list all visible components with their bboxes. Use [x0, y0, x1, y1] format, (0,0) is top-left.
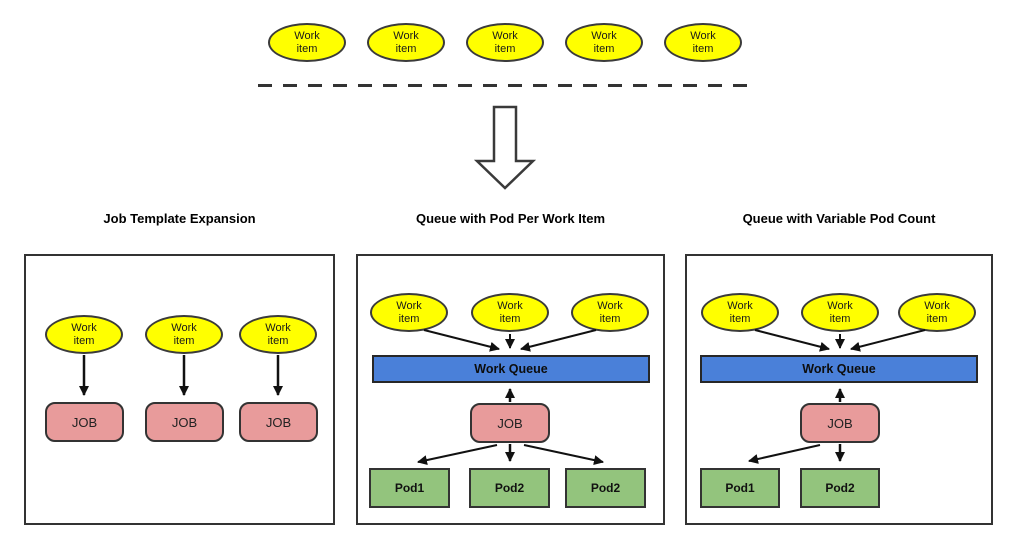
- work-queue-bar: Work Queue: [700, 355, 978, 383]
- arrow-job-to-pod3: [523, 444, 604, 465]
- work-item-ellipse: Work item: [145, 315, 223, 354]
- work-item-ellipse: Work item: [367, 23, 445, 62]
- work-item-ellipse: Work item: [664, 23, 742, 62]
- work-item-label: Work item: [71, 322, 97, 347]
- pod-label: Pod2: [494, 481, 525, 495]
- panel-title-queue-pod-per-work-item: Queue with Pod Per Work Item: [415, 211, 605, 226]
- work-item-ellipse: Work item: [571, 293, 649, 332]
- job-label: JOB: [265, 414, 292, 430]
- big-down-arrow-icon: [473, 105, 537, 190]
- pod-box: Pod1: [369, 468, 450, 508]
- job-label: JOB: [171, 414, 198, 430]
- work-item-ellipse: Work item: [471, 293, 549, 332]
- panel-title-queue-variable-pod-count: Queue with Variable Pod Count: [742, 211, 936, 226]
- job-box: JOB: [145, 402, 224, 442]
- work-item-ellipse: Work item: [370, 293, 448, 332]
- panel1-arrows: [79, 355, 283, 396]
- arrow-job-to-pod1: [748, 444, 821, 464]
- pod-label: Pod2: [590, 481, 621, 495]
- work-queue-bar: Work Queue: [372, 355, 650, 383]
- arrow-workitem-to-queue: [754, 329, 830, 352]
- work-item-ellipse: Work item: [898, 293, 976, 332]
- panel-queue-pod-per-work-item: Work item Work item Work item Work Queue…: [356, 254, 665, 525]
- work-item-ellipse: Work item: [565, 23, 643, 62]
- panel-title-job-template-expansion: Job Template Expansion: [103, 211, 256, 226]
- job-box: JOB: [45, 402, 124, 442]
- work-queue-label: Work Queue: [802, 362, 876, 376]
- work-queue-label: Work Queue: [474, 362, 548, 376]
- job-label: JOB: [827, 415, 853, 431]
- pod-label: Pod1: [725, 481, 755, 495]
- arrow-job-to-pod1: [417, 444, 498, 465]
- work-item-label: Work item: [591, 30, 617, 55]
- pod-box: Pod1: [700, 468, 780, 508]
- arrow-workitem-to-queue: [520, 329, 597, 352]
- pod-label: Pod1: [394, 481, 425, 495]
- work-item-ellipse: Work item: [268, 23, 346, 62]
- work-item-label: Work item: [690, 30, 716, 55]
- work-item-label: Work item: [497, 300, 523, 325]
- work-item-label: Work item: [171, 322, 197, 347]
- job-box: JOB: [239, 402, 318, 442]
- work-item-label: Work item: [396, 300, 422, 325]
- work-item-label: Work item: [727, 300, 753, 325]
- pod-box: Pod2: [565, 468, 646, 508]
- work-item-label: Work item: [393, 30, 419, 55]
- panel-queue-variable-pod-count: Work item Work item Work item Work Queue…: [685, 254, 993, 525]
- pod-label: Pod2: [825, 481, 855, 495]
- job-box: JOB: [470, 403, 550, 443]
- work-item-label: Work item: [492, 30, 518, 55]
- work-item-label: Work item: [924, 300, 950, 325]
- job-label: JOB: [71, 414, 98, 430]
- work-item-label: Work item: [294, 30, 320, 55]
- job-label: JOB: [497, 415, 523, 431]
- work-item-label: Work item: [827, 300, 853, 325]
- pod-box: Pod2: [800, 468, 880, 508]
- work-item-label: Work item: [597, 300, 623, 325]
- arrow-workitem-to-queue: [423, 329, 500, 352]
- work-item-ellipse: Work item: [701, 293, 779, 332]
- job-box: JOB: [800, 403, 880, 443]
- panel-job-template-expansion: Work item Work item Work item JOB JOB JO…: [24, 254, 335, 525]
- arrow-workitem-to-queue: [850, 329, 926, 352]
- work-item-ellipse: Work item: [239, 315, 317, 354]
- work-item-ellipse: Work item: [466, 23, 544, 62]
- work-item-ellipse: Work item: [45, 315, 123, 354]
- pod-box: Pod2: [469, 468, 550, 508]
- work-item-label: Work item: [265, 322, 291, 347]
- work-item-ellipse: Work item: [801, 293, 879, 332]
